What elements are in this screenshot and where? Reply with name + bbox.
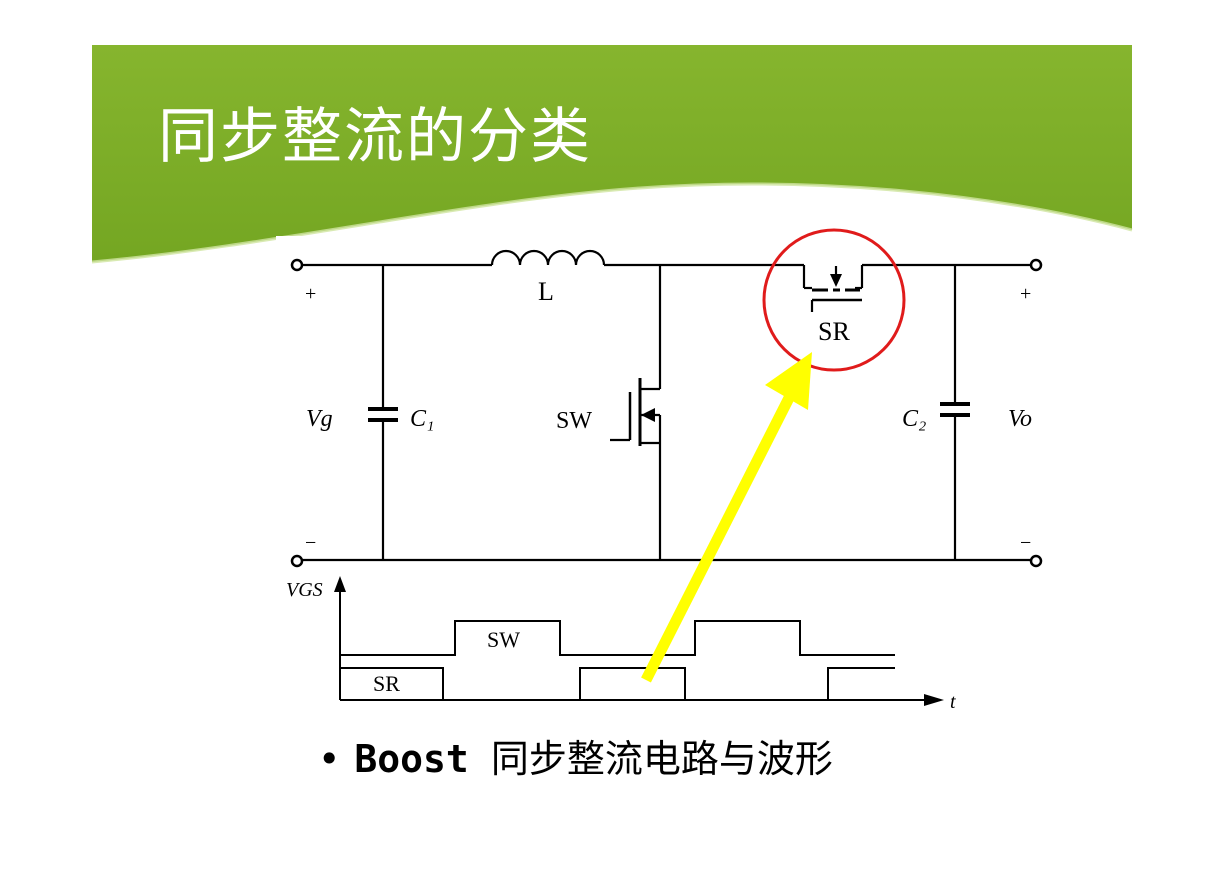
terminal-bottom-right	[1029, 554, 1043, 568]
inductor-symbol	[490, 249, 606, 266]
plus-right: +	[1020, 283, 1031, 305]
x-axis-arrow	[924, 694, 944, 706]
pointer-arrow-shaft	[641, 389, 797, 683]
terminal-top-right	[1029, 258, 1043, 272]
waveform-axes	[339, 585, 940, 701]
vg-label: Vg	[306, 406, 333, 432]
minus-right: −	[1020, 532, 1031, 554]
terminal-bottom-left	[290, 554, 304, 568]
sr-highlight-circle	[762, 228, 906, 372]
caption-text: 同步整流电路与波形	[490, 737, 833, 781]
t-axis-label: t	[950, 691, 956, 713]
sw-body-arrow	[641, 408, 655, 422]
caption-topology: Boost	[354, 737, 469, 781]
minus-left: −	[305, 532, 316, 554]
bullet: •	[318, 737, 341, 781]
sr-body-arrow	[830, 274, 842, 287]
sw-waveform	[340, 620, 895, 656]
sr-waveform	[340, 667, 895, 701]
wave-sr-label: SR	[373, 671, 400, 696]
vo-label: Vo	[1008, 406, 1032, 432]
figure-panel	[276, 236, 996, 716]
title-banner	[92, 45, 1132, 262]
inductor-label: L	[538, 277, 554, 306]
boost-circuit	[300, 249, 1033, 562]
c2-label: C₂	[902, 406, 926, 432]
sr-label: SR	[818, 317, 850, 346]
wave-sw-label: SW	[487, 627, 520, 652]
sw-label: SW	[556, 408, 592, 434]
slide-title: 同步整流的分类	[158, 102, 592, 172]
pointer-arrow-head	[765, 352, 812, 410]
banner-wave-highlight	[91, 182, 1133, 264]
figure-caption: • Boost 同步整流电路与波形	[318, 728, 833, 783]
c1-label: C₁	[410, 406, 434, 432]
plus-left: +	[305, 283, 316, 305]
vgs-axis-label: VGS	[286, 579, 323, 601]
terminal-top-left	[290, 258, 304, 272]
y-axis-arrow	[334, 576, 346, 592]
